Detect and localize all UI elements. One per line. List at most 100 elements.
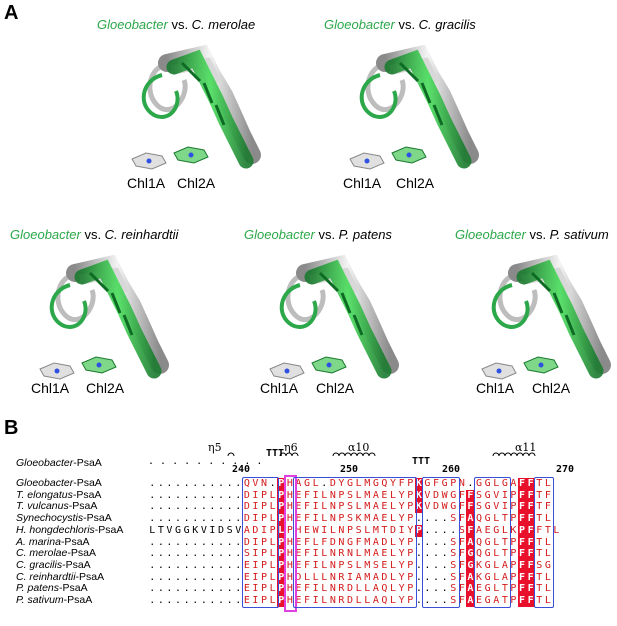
residue: P bbox=[407, 501, 414, 513]
residue: L bbox=[544, 513, 551, 525]
residue: . bbox=[200, 478, 207, 489]
residue: M bbox=[364, 548, 371, 560]
residue: L bbox=[321, 513, 328, 525]
residue: A bbox=[372, 513, 379, 525]
residue: S bbox=[355, 524, 362, 536]
residue: . bbox=[415, 571, 422, 583]
residue: E bbox=[381, 513, 388, 525]
residue: . bbox=[226, 478, 233, 489]
alignment-row-label: Synechocystis-PsaA bbox=[16, 512, 112, 524]
residue: P bbox=[510, 595, 517, 606]
chl1a-label-1: Chl1A bbox=[127, 175, 166, 191]
residue: A bbox=[372, 548, 379, 560]
residue: . bbox=[175, 513, 182, 525]
chl2a-label-2: Chl2A bbox=[396, 175, 435, 191]
residue: L bbox=[269, 559, 276, 571]
residue: F bbox=[466, 489, 475, 502]
residue: P bbox=[261, 536, 268, 548]
species-name: C. gracilis bbox=[16, 558, 63, 571]
residue: N bbox=[329, 583, 336, 595]
residue: P bbox=[277, 595, 286, 607]
residue: . bbox=[149, 501, 156, 513]
residue: T bbox=[536, 536, 543, 548]
residue: P bbox=[407, 595, 414, 606]
residue: P bbox=[277, 548, 286, 561]
residue: L bbox=[312, 536, 319, 548]
residue: . bbox=[424, 548, 431, 560]
residue: L bbox=[364, 583, 371, 595]
residue: . bbox=[415, 513, 422, 525]
residue: T bbox=[381, 524, 388, 536]
residue: L bbox=[269, 489, 276, 501]
residue: . bbox=[175, 571, 182, 583]
residue: L bbox=[544, 478, 551, 489]
residue: A bbox=[372, 536, 379, 548]
residue: P bbox=[517, 524, 527, 537]
residue: S bbox=[347, 513, 354, 525]
residue: S bbox=[450, 548, 457, 560]
residue: L bbox=[544, 583, 551, 595]
residue: E bbox=[381, 559, 388, 571]
residue: Q bbox=[381, 595, 388, 606]
residue: S bbox=[458, 524, 465, 536]
residue: . bbox=[218, 548, 225, 560]
species-name: P. sativum bbox=[16, 594, 64, 606]
residue: P bbox=[286, 524, 293, 536]
residue: L bbox=[544, 595, 551, 606]
residue: M bbox=[372, 524, 379, 536]
residue: K bbox=[355, 513, 362, 525]
residue: . bbox=[192, 559, 199, 571]
residue: F bbox=[458, 571, 465, 583]
residue: F bbox=[458, 501, 465, 513]
protein-suffix: -PsaA bbox=[63, 594, 93, 606]
residue: . bbox=[235, 489, 242, 501]
residue: . bbox=[175, 559, 182, 571]
residue: . bbox=[157, 478, 164, 489]
residue: . bbox=[200, 536, 207, 548]
residue: S bbox=[243, 548, 250, 560]
residue: . bbox=[157, 536, 164, 548]
residue: R bbox=[338, 583, 345, 595]
residue: P bbox=[407, 571, 414, 583]
residue: . bbox=[424, 513, 431, 525]
residue: K bbox=[510, 524, 517, 536]
residue: L bbox=[277, 524, 286, 537]
residue: P bbox=[510, 571, 517, 583]
residue: L bbox=[493, 513, 500, 525]
residue: . bbox=[209, 478, 216, 489]
residue: L bbox=[321, 571, 328, 583]
residue: . bbox=[192, 501, 199, 513]
residue: F bbox=[458, 595, 465, 606]
residue: Y bbox=[398, 489, 405, 501]
chl2a-label-3: Chl2A bbox=[86, 380, 125, 396]
chl1a-label-2: Chl1A bbox=[343, 175, 382, 191]
residue: D bbox=[347, 583, 354, 595]
residue: F bbox=[544, 489, 551, 501]
residue: . bbox=[183, 501, 190, 513]
residue: F bbox=[304, 548, 311, 560]
residue: . bbox=[226, 571, 233, 583]
residue: G bbox=[441, 478, 448, 489]
conservation-box bbox=[534, 477, 555, 608]
alignment-row-label: T. vulcanus-PsaA bbox=[16, 500, 97, 512]
residue: . bbox=[433, 513, 440, 525]
residue: . bbox=[149, 489, 156, 501]
residue: . bbox=[192, 595, 199, 606]
residue: G bbox=[424, 478, 431, 489]
residue: Q bbox=[243, 478, 250, 489]
residue: P bbox=[269, 524, 276, 536]
alignment-row-label: C. reinhardtii-PsaA bbox=[16, 571, 104, 583]
residue: F bbox=[458, 548, 465, 560]
residue: P bbox=[414, 524, 424, 537]
residue: L bbox=[321, 559, 328, 571]
residue: S bbox=[450, 513, 457, 525]
chl2a-label-5: Chl2A bbox=[532, 380, 571, 396]
residue: N bbox=[329, 595, 336, 606]
residue: I bbox=[312, 548, 319, 560]
residue: T bbox=[536, 513, 543, 525]
residue: F bbox=[526, 489, 535, 502]
residue: E bbox=[295, 595, 302, 606]
residue: Y bbox=[338, 478, 345, 489]
residue: P bbox=[510, 489, 517, 501]
residue: I bbox=[398, 524, 405, 536]
